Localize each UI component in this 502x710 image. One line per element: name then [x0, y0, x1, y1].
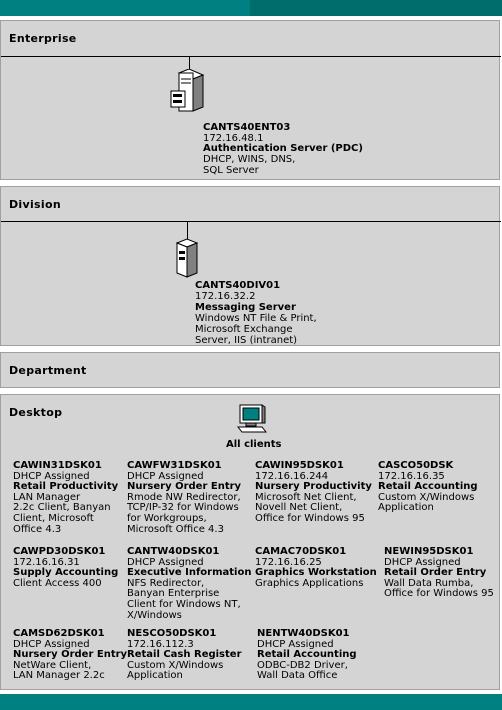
client-role: Retail Productivity: [13, 481, 119, 493]
client-detail: 2.2c Client, Banyan: [13, 502, 111, 514]
client-role: Supply Accounting: [13, 567, 119, 579]
division-band: Division CANTS40DIV01 172.16.32.2 Messag…: [0, 186, 501, 346]
client-detail: Rmode NW Redirector,: [127, 491, 241, 503]
client-address: DHCP Assigned: [13, 638, 90, 650]
server-tower-icon: [175, 238, 199, 278]
client-detail: Custom X/Windows: [378, 491, 475, 503]
enterprise-server-services-1: DHCP, WINS, DNS,: [203, 154, 296, 165]
client-detail: Application: [378, 502, 434, 514]
client-detail: Microsoft Office 4.3: [127, 523, 224, 535]
client-detail: Office for Windows 95: [255, 513, 365, 524]
client-detail: Client Access 400: [13, 577, 102, 589]
client-address: 172.16.16.244: [255, 470, 329, 482]
division-server-link: [187, 221, 188, 243]
department-title: Department: [9, 364, 87, 377]
client-name: CAMAC70DSK01: [255, 546, 347, 557]
client-name: CAWIN31DSK01: [13, 460, 102, 471]
client-role: Retail Accounting: [257, 649, 357, 661]
client-detail: Client for Windows NT,: [127, 599, 241, 610]
client-detail: Banyan Enterprise: [127, 588, 220, 600]
client-address: 172.16.112.3: [127, 638, 194, 650]
division-server-role: Messaging Server: [195, 302, 296, 313]
bottom-bar: [0, 694, 502, 710]
division-server-ip: 172.16.32.2: [195, 291, 256, 302]
enterprise-server-ip: 172.16.48.1: [203, 133, 264, 144]
client-address: DHCP Assigned: [127, 470, 204, 482]
client-detail: LAN Manager: [13, 491, 81, 503]
client-detail: NFS Redirector,: [127, 577, 205, 589]
client-address: DHCP Assigned: [127, 556, 204, 568]
client-detail: Application: [127, 670, 183, 682]
client-role: Retail Order Entry: [384, 567, 487, 579]
client-role: Retail Accounting: [378, 481, 478, 493]
client-address: DHCP Assigned: [384, 556, 461, 568]
enterprise-server-link: [189, 56, 190, 76]
client-detail: Microsoft Net Client,: [255, 491, 357, 503]
division-server-services-3: Server, IIS (intranet): [195, 335, 298, 346]
client-name: NEWIN95DSK01: [384, 546, 474, 557]
client-name: CAWIN95DSK01: [255, 460, 344, 471]
server-tower-icon: [170, 69, 205, 112]
client-address: DHCP Assigned: [257, 638, 334, 650]
division-server-services-2: Microsoft Exchange: [195, 324, 293, 335]
client-name: CAWPD30DSK01: [13, 546, 106, 557]
client-detail: Office 4.3: [13, 523, 62, 535]
all-clients-label: All clients: [226, 439, 282, 450]
client-role: Nursery Order Entry: [127, 481, 242, 493]
division-server-name: CANTS40DIV01: [195, 280, 281, 291]
top-bar-accent: [250, 0, 502, 16]
enterprise-server-role: Authentication Server (PDC): [203, 143, 363, 154]
enterprise-server-services-2: SQL Server: [203, 165, 259, 176]
client-name: CAWFW31DSK01: [127, 460, 222, 471]
client-role: Nursery Order Entry: [13, 649, 128, 661]
client-detail: Office for Windows 95: [384, 588, 494, 600]
client-role: Executive Information: [127, 567, 252, 579]
client-name: CASCO50DSK: [378, 460, 454, 471]
client-detail: Client, Microsoft: [13, 513, 94, 524]
client-detail: Novell Net Client,: [255, 502, 343, 514]
client-detail: X/Windows: [127, 609, 182, 621]
enterprise-server-name: CANTS40ENT03: [203, 122, 291, 133]
division-network-line: [1, 221, 501, 222]
client-role: Retail Cash Register: [127, 649, 242, 661]
enterprise-network-line: [1, 56, 501, 57]
client-detail: LAN Manager 2.2c: [13, 670, 105, 682]
client-detail: TCP/IP-32 for Windows: [127, 502, 239, 514]
client-role: Graphics Workstation: [255, 567, 377, 579]
client-detail: NetWare Client,: [13, 659, 92, 671]
client-detail: ODBC-DB2 Driver,: [257, 659, 348, 671]
client-address: 172.16.16.25: [255, 556, 322, 568]
client-address: 172.16.16.31: [13, 556, 80, 568]
department-band: Department: [0, 352, 500, 388]
desktop-title: Desktop: [9, 406, 63, 419]
enterprise-band: Enterprise CANTS40ENT03 172.16.48.1 Auth…: [0, 20, 501, 180]
client-name: CANTW40DSK01: [127, 546, 220, 557]
client-detail: Custom X/Windows: [127, 659, 224, 671]
client-detail: Wall Data Office: [257, 670, 338, 682]
enterprise-title: Enterprise: [9, 32, 77, 45]
client-detail: for Workgroups,: [127, 513, 207, 524]
division-title: Division: [9, 198, 61, 211]
client-name: NENTW40DSK01: [257, 628, 350, 639]
client-address: DHCP Assigned: [13, 470, 90, 482]
client-detail: Wall Data Rumba,: [384, 577, 474, 589]
client-name: CAMSD62DSK01: [13, 628, 105, 639]
client-detail: Graphics Applications: [255, 577, 364, 589]
division-server-services-1: Windows NT File & Print,: [195, 313, 317, 324]
desktop-computer-icon: [237, 404, 267, 433]
client-address: 172.16.16.35: [378, 470, 445, 482]
client-name: NESCO50DSK01: [127, 628, 217, 639]
client-role: Nursery Productivity: [255, 481, 372, 493]
